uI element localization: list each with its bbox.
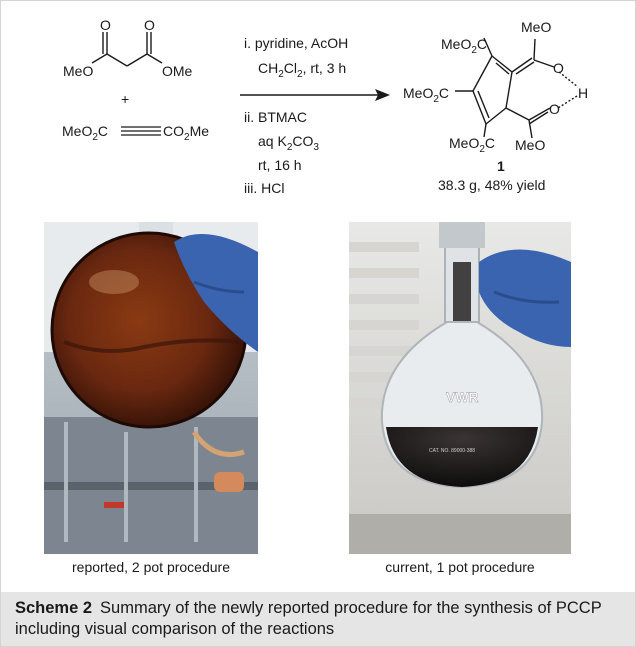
step2-conditions: rt, 16 h [258,157,302,173]
photo-current-procedure: VWR CAT. NO. 89000-388 [349,222,571,554]
scheme-description: Summary of the newly reported procedure … [15,599,602,638]
alkyne-left-group: MeO2C [62,123,108,143]
dark-liquid [386,427,538,487]
step2-base: aq K2CO3 [258,133,319,153]
caption-reported: reported, 2 pot procedure [72,559,230,575]
caption-current: current, 1 pot procedure [385,559,535,575]
step1-reagents: i. pyridine, AcOH [244,35,348,51]
step3-reagent: iii. HCl [244,180,284,196]
glove-right [479,249,571,347]
glove-left [174,234,258,352]
scheme-label: Scheme 2 [15,599,93,617]
carbonyl-o-left: O [100,17,111,33]
carbonyl-o-right: O [144,17,155,33]
step1-solvent: CH2Cl2, rt, 3 h [258,60,346,80]
reaction-arrow [240,89,390,101]
carbonyl-o-product: O [549,101,560,117]
product-yield: 38.3 g, 48% yield [438,177,545,193]
product-bottom-methoxy: MeO [515,137,545,153]
malonate-right-group: OMe [162,63,193,79]
product-top-methoxy: MeO [521,19,551,35]
plus-sign: + [121,91,129,107]
flask-catalog: CAT. NO. 89000-388 [429,448,475,454]
flask-photo-right: VWR CAT. NO. 89000-388 [349,222,571,554]
alkyne-triple-bond [121,126,161,136]
flask-brand: VWR [446,389,479,405]
hydrogen-bond-h: H [578,85,588,101]
hydroxyl-o: O [553,60,564,76]
product-ester-top: MeO2C [441,36,487,56]
dimethyl-malonate [91,32,163,67]
reaction-scheme: O O MeO OMe + MeO2C CO2Me i. pyridine, A… [62,17,588,196]
product-ester-bottom: MeO2C [449,135,495,155]
product-ester-middle: MeO2C [403,85,449,105]
step2-reagent: ii. BTMAC [244,109,307,125]
photo-reported-procedure [44,222,258,554]
compound-number: 1 [497,158,505,174]
alkyne-right-group: CO2Me [163,123,209,143]
malonate-left-group: MeO [63,63,93,79]
pccp-structure [455,37,579,139]
flask-photo-left [44,222,258,554]
